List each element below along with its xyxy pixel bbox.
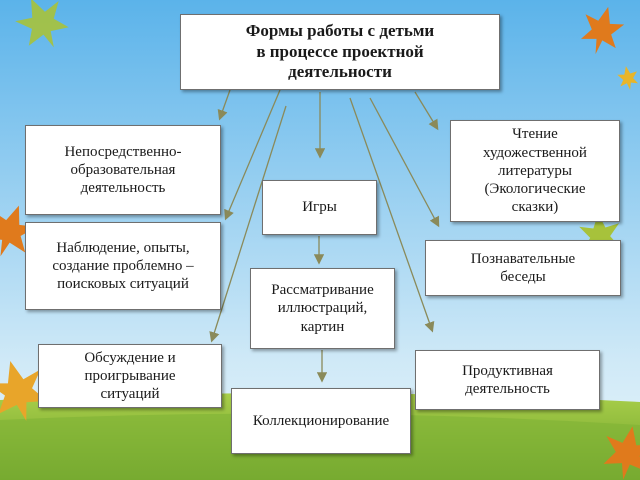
leaf-icon (15, 0, 69, 48)
arrow-to-discussion (209, 105, 287, 343)
node-reading: Чтение художественной литературы (Эколог… (450, 120, 620, 222)
diagram-title: Формы работы с детьми в процессе проектн… (180, 14, 500, 90)
node-games: Игры (262, 180, 377, 235)
arrow-to-observation (224, 89, 281, 221)
arrow-to-talks (369, 97, 440, 228)
node-direct-educational: Непосредственно- образовательная деятель… (25, 125, 221, 215)
arrow-to-productive (349, 97, 435, 333)
leaf-icon (580, 6, 625, 55)
leaf-icon (0, 361, 47, 421)
node-collecting: Коллекционирование (231, 388, 411, 454)
leaf-icon (0, 205, 37, 257)
node-discussion: Обсуждение и проигрывание ситуаций (38, 344, 222, 408)
arrow-to-reading (414, 91, 439, 131)
leaf-icon (617, 66, 639, 90)
arrow-to-direct (217, 89, 231, 121)
node-productive: Продуктивная деятельность (415, 350, 600, 410)
leaf-icon (603, 426, 640, 480)
node-talks: Познавательные беседы (425, 240, 621, 296)
node-observation: Наблюдение, опыты, создание проблемно – … (25, 222, 221, 310)
node-illustrations: Рассматривание иллюстраций, картин (250, 268, 395, 349)
